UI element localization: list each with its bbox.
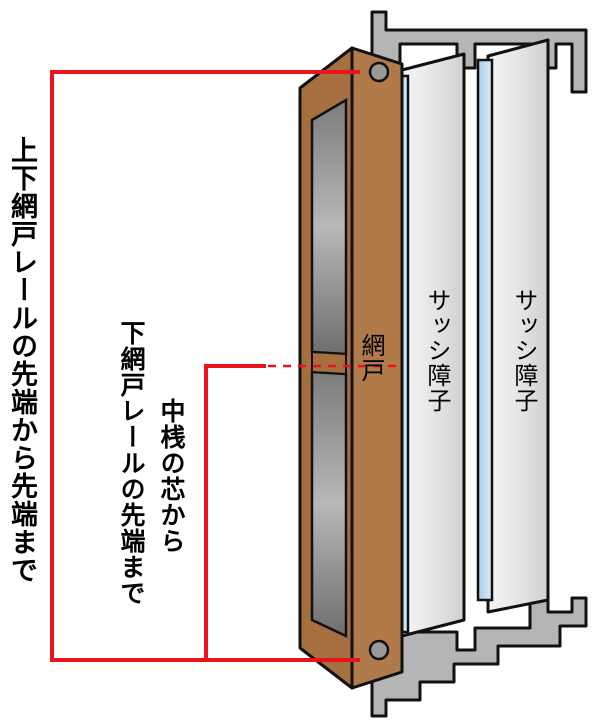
screen-mesh-upper <box>310 97 348 356</box>
top-wheel <box>368 61 390 83</box>
inner-dimension-label-line1: 中桟の芯から <box>157 398 186 554</box>
screen-label: 網戸 <box>357 333 385 383</box>
screen-mesh-lower <box>310 370 348 638</box>
outer-dimension-label: 上下網戸レールの先端から先端まで <box>6 136 37 584</box>
bottom-wheel <box>368 639 390 661</box>
sash-label-left: サッシ障子 <box>423 288 451 413</box>
sash-panel-right <box>476 38 550 614</box>
sash-label-right: サッシ障子 <box>510 288 538 413</box>
screen-middle-bar <box>311 350 347 376</box>
inner-dimension-line <box>204 364 400 660</box>
inner-dimension-label-line2: 下網戸レールの先端まで <box>117 320 146 606</box>
screen-door <box>298 46 404 690</box>
